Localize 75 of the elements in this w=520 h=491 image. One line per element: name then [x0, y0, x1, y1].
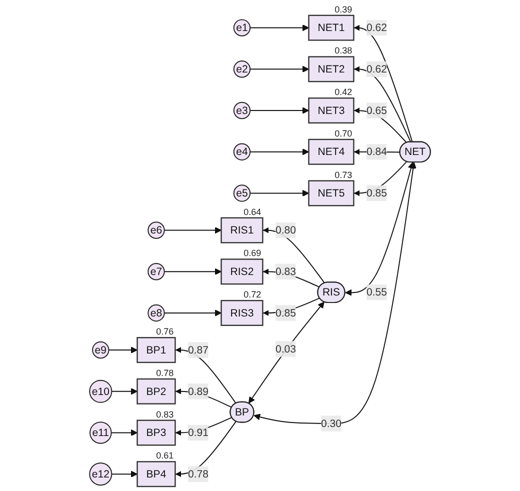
node-circle: e12: [89, 462, 112, 486]
node-circle: e9: [92, 341, 110, 359]
arrow: [164, 268, 222, 275]
node-circle: e10: [89, 380, 112, 403]
value-label: 0.78: [156, 368, 174, 378]
node-circle: e5: [233, 184, 251, 202]
node-box: BP3: [136, 420, 176, 446]
arrow: [250, 66, 310, 72]
node-box: RIS3: [220, 300, 264, 326]
node-box: NET2: [308, 56, 354, 82]
value-label: 0.38: [334, 46, 352, 56]
node-box: BP4: [136, 461, 176, 488]
node-circle: e7: [148, 263, 165, 280]
node-box: NET5: [308, 180, 354, 206]
edge-label: 0.87: [188, 344, 208, 356]
edge-label: 0.62: [366, 21, 387, 34]
node-circle: e6: [148, 222, 165, 239]
node-circle: e2: [233, 60, 251, 78]
node-circle: e3: [233, 102, 251, 120]
node-circle: e11: [90, 422, 112, 444]
arrow: [110, 429, 138, 436]
arrow: [250, 148, 310, 156]
node-box: BP1: [136, 337, 176, 364]
arrow: [345, 162, 414, 296]
node-box: NET1: [308, 14, 354, 41]
edge-label: 0.89: [188, 384, 208, 398]
edge-label: 0.83: [275, 265, 296, 278]
node-circle: e1: [233, 19, 251, 36]
arrow: [164, 226, 222, 234]
node-box: NET3: [308, 98, 354, 124]
value-label: 0.73: [334, 170, 352, 180]
value-label: 0.69: [244, 248, 262, 258]
node-box: NET4: [308, 138, 354, 165]
arrow: [250, 107, 310, 114]
arrow: [174, 347, 236, 404]
node-box: RIS1: [220, 217, 264, 244]
arrow: [111, 470, 138, 478]
edge-label: 0.91: [188, 426, 208, 438]
arrow: [353, 66, 412, 143]
value-label: 0.83: [156, 409, 174, 420]
arrow: [108, 346, 138, 354]
arrow: [353, 108, 408, 144]
value-label: 0.72: [244, 290, 262, 300]
value-label: 0.76: [156, 326, 174, 337]
edge-label: 0.65: [366, 104, 387, 116]
value-label: 0.64: [244, 206, 262, 217]
arrow: [174, 420, 236, 478]
arrow: [164, 310, 222, 316]
arrow: [353, 24, 413, 143]
value-label: 0.70: [334, 128, 352, 138]
arrow: [111, 388, 138, 395]
arrow: [262, 227, 326, 284]
value-label: 0.39: [334, 4, 352, 14]
node-circle: e4: [233, 143, 251, 160]
arrow: [250, 24, 310, 32]
value-label: 0.42: [334, 87, 352, 98]
edge-label: 0.84: [366, 145, 387, 158]
arrow: [254, 162, 416, 424]
edge-label: 0.30: [320, 417, 342, 430]
arrow: [248, 302, 324, 404]
arrow: [353, 161, 408, 196]
edge-label: 0.85: [366, 186, 387, 199]
value-label: 0.61: [156, 450, 174, 461]
edge-label: 0.85: [275, 306, 296, 319]
edge-label: 0.80: [275, 224, 296, 236]
edge-label: 0.62: [366, 62, 387, 75]
arrow: [174, 388, 232, 408]
edge-label: 0.55: [366, 286, 387, 298]
node-box: RIS2: [220, 258, 264, 285]
node-box: BP2: [136, 378, 176, 404]
edge-label: 0.03: [275, 342, 296, 355]
arrow: [250, 190, 310, 197]
arrow: [174, 416, 232, 436]
node-circle: e8: [148, 304, 165, 322]
edge-label: 0.78: [188, 468, 208, 480]
